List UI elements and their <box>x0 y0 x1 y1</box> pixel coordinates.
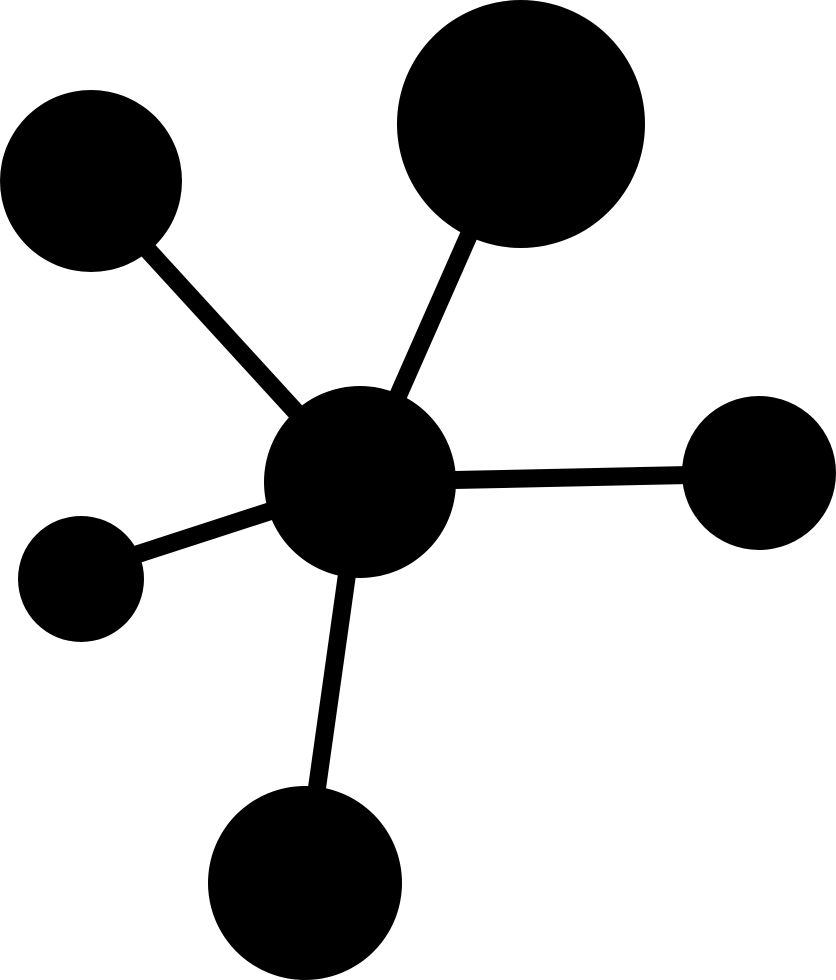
node-left <box>18 516 144 642</box>
node-top-right <box>397 0 645 248</box>
node-hub <box>264 386 456 578</box>
node-top-left <box>0 90 182 272</box>
node-right <box>682 396 836 550</box>
node-bottom <box>208 786 402 980</box>
